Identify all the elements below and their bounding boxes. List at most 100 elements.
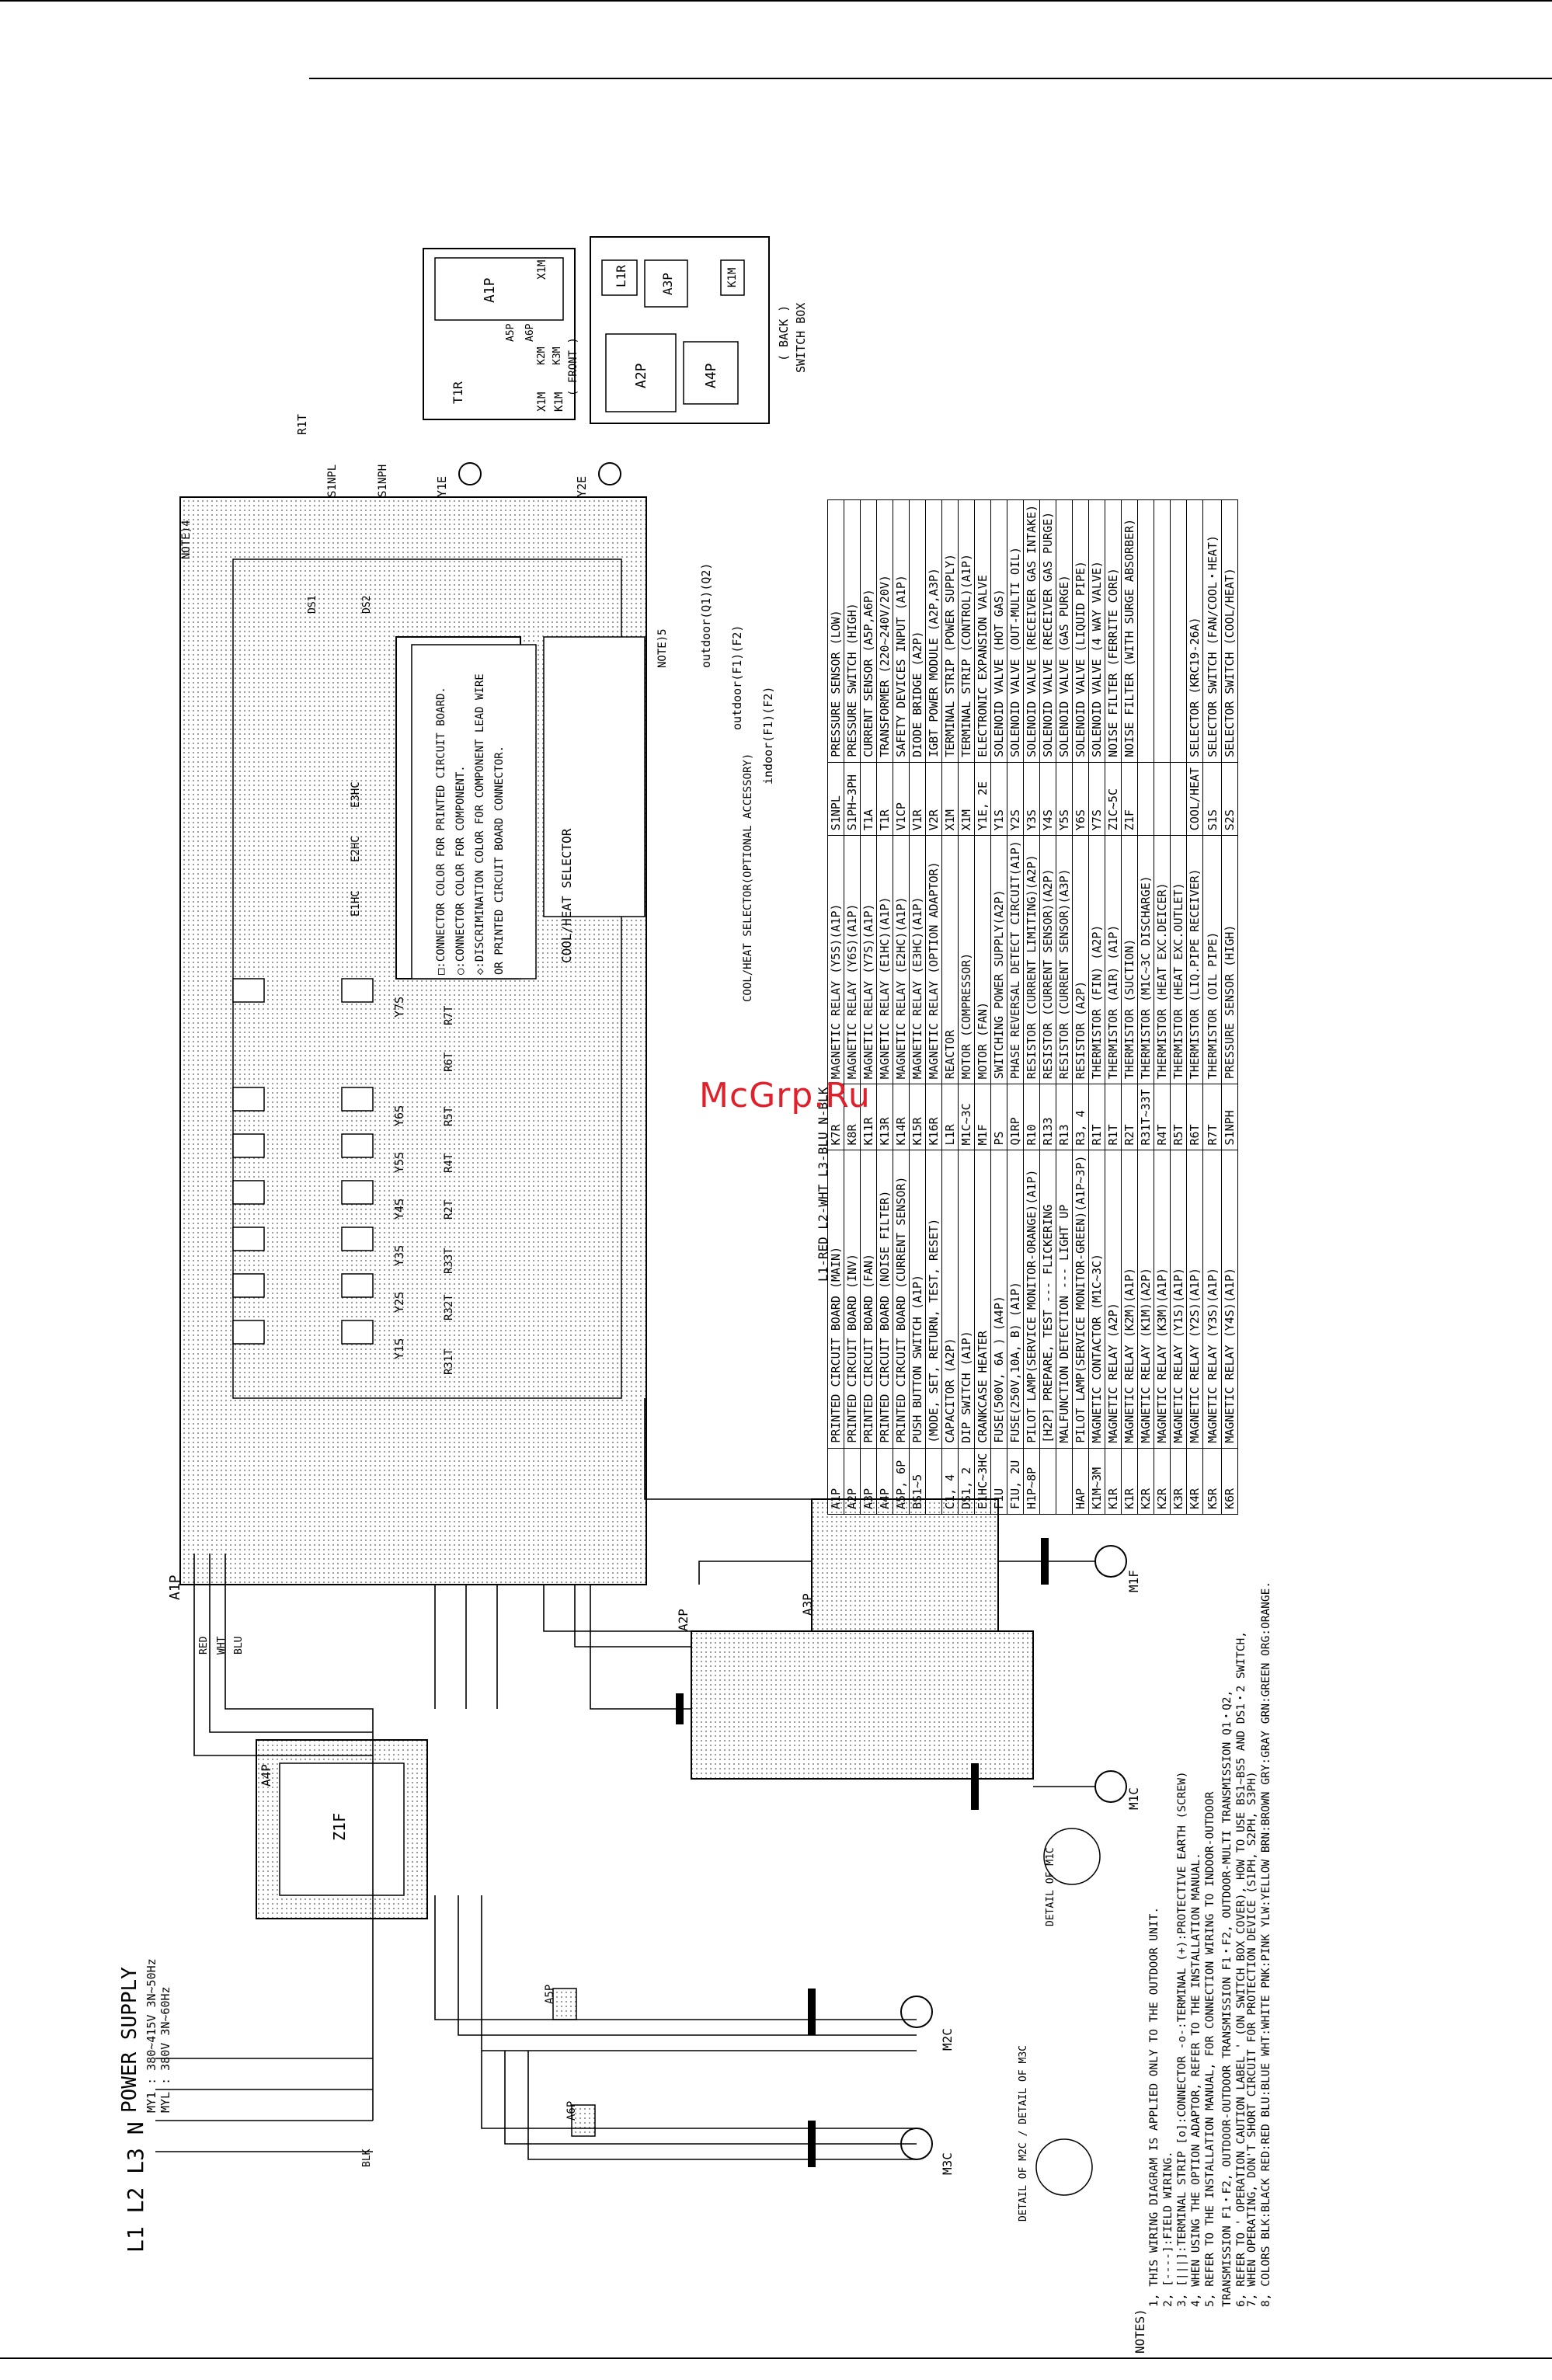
legend-code: A3P	[860, 1448, 877, 1515]
wire-blk: BLK	[361, 2149, 373, 2167]
legend-description: THERMISTOR (LIQ.PIPE RECEIVER)	[1186, 835, 1203, 1084]
y2e-coil	[598, 462, 621, 485]
legend-description: RESISTOR (A2P)	[1072, 835, 1089, 1084]
m1c-motor	[1094, 1770, 1127, 1803]
legend-code: R1T	[1105, 1084, 1122, 1150]
legend-code: S1S	[1202, 762, 1222, 836]
legend-description: SOLENOID VALVE (HOT GAS)	[990, 499, 1007, 763]
legend-code: Y1E, 2E	[974, 762, 991, 836]
legend-description: SELECTOR SWITCH (FAN/COOL・HEAT)	[1202, 499, 1222, 763]
legend-description: RESISTOR (CURRENT SENSOR)(A2P)	[1039, 835, 1056, 1084]
wire-wht: WHT	[216, 1636, 228, 1655]
back-l1r-label: L1R	[614, 265, 628, 287]
legend-description: FUSE(250V,10A, B) (A1P)	[1007, 1150, 1024, 1449]
legend-description: SOLENOID VALVE (LIQUID PIPE)	[1072, 499, 1089, 763]
legend-description: THERMISTOR (SUCTION)	[1121, 835, 1138, 1084]
notes-line-2: 2, [----]:FIELD WIRING.	[1162, 2151, 1174, 2307]
legend-description: THERMISTOR (OIL PIPE)	[1202, 835, 1222, 1084]
m1c-label: M1C	[1126, 1787, 1141, 1810]
front-a1p-label: A1P	[482, 277, 498, 303]
a1p-front	[434, 257, 564, 321]
legend-code: K13R	[876, 1084, 893, 1150]
y2e-label: Y2E	[575, 475, 589, 497]
legend-code: R31T~33T	[1137, 1084, 1154, 1150]
detail-m23c-label: DETAIL OF M2C / DETAIL OF M3C	[1018, 2045, 1029, 2222]
phase-labels: L1 L2 L3 N	[123, 2121, 148, 2253]
legend-description: NOISE FILTER (FERRITE CORE)	[1105, 499, 1122, 763]
legend-code: K16R	[925, 1084, 942, 1150]
legend-code	[1137, 762, 1154, 836]
a3p-label: A3P	[800, 1593, 815, 1616]
legend-description: MAGNETIC RELAY (OPTION ADAPTOR)	[925, 835, 942, 1084]
legend-description: MAGNETIC RELAY (A2P)	[1105, 1150, 1122, 1449]
connector-note-1: □:CONNECTOR COLOR FOR PRINTED CIRCUIT BO…	[435, 687, 447, 975]
legend-code: Y7S	[1088, 762, 1105, 836]
legend-code: H1P~8P	[1023, 1448, 1040, 1515]
note4-label: NOTE)4	[180, 520, 193, 559]
legend-code: A5P, 6P	[893, 1448, 910, 1515]
legend-description: NOISE FILTER (WITH SURGE ABSORBER)	[1121, 499, 1138, 763]
wire-red: RED	[198, 1636, 210, 1655]
legend-code: Y6S	[1072, 762, 1089, 836]
top-rule	[0, 0, 1552, 2]
a4p-label: A4P	[259, 1764, 273, 1787]
power-supply-myl: MYL : 380V 3N~60Hz	[158, 1986, 172, 2113]
legend-code: Y1S	[990, 762, 1007, 836]
notes-heading: NOTES)	[1133, 2309, 1147, 2354]
legend-description: MOTOR (FAN)	[974, 835, 991, 1084]
power-wiring	[155, 1398, 1095, 2160]
front-t1r-label: T1R	[451, 381, 465, 404]
legend-code: R10	[1023, 1084, 1040, 1150]
ds2-label: DS2	[361, 595, 373, 614]
legend-description: DIODE BRIDGE (A2P)	[909, 499, 926, 763]
switch-box-back	[590, 236, 770, 424]
legend-description: SELECTOR SWITCH (COOL/HEAT)	[1221, 499, 1238, 763]
legend-description: PRINTED CIRCUIT BOARD (INV)	[844, 1150, 861, 1449]
m1f-label: M1F	[1126, 1570, 1141, 1592]
z1f-label: Z1F	[330, 1812, 349, 1841]
legend-description: THERMISTOR (M1C~3C DISCHARGE)	[1137, 835, 1154, 1084]
bottom-rule	[0, 2357, 1552, 2359]
z1f-box	[279, 1762, 405, 1896]
a4p-box	[683, 341, 739, 405]
back-caption: SWITCH BOX	[794, 302, 808, 373]
a6p-label: A6P	[565, 2100, 578, 2121]
legend-code: K2R	[1154, 1448, 1171, 1515]
legend-description: RESISTOR (CURRENT LIMITING)(A2P)	[1023, 835, 1040, 1084]
legend-description: THERMISTOR (HEAT EXC.DEICER)	[1154, 835, 1171, 1084]
therm-r7t: R7T	[443, 1005, 455, 1025]
legend-code: R7T	[1202, 1084, 1222, 1150]
legend-code: K3R	[1170, 1448, 1187, 1515]
legend-code: R6T	[1186, 1084, 1203, 1150]
legend-description: THERMISTOR (FIN) (A2P)	[1088, 835, 1105, 1084]
legend-description: MAGNETIC RELAY (K3M)(A1P)	[1154, 1150, 1171, 1449]
legend-description: REACTOR	[941, 835, 959, 1084]
relay-y7s: Y7S	[392, 996, 406, 1018]
legend-code: A1P	[827, 1448, 844, 1515]
notes-line-5: 5, REFER TO THE INSTALLATION MANUAL, FOR…	[1204, 1791, 1216, 2307]
legend-code: Z1F	[1121, 762, 1138, 836]
legend-description: IGBT POWER MODULE (A2P,A3P)	[925, 499, 942, 763]
legend-description: DIP SWITCH (A1P)	[958, 1150, 975, 1449]
y1e-label: Y1E	[435, 475, 449, 497]
legend-code: R133	[1039, 1084, 1056, 1150]
legend-code: R1T	[1088, 1084, 1105, 1150]
legend-code: V1CP	[893, 762, 910, 836]
legend-description: PRINTED CIRCUIT BOARD (MAIN)	[827, 1150, 844, 1449]
connector-note-3: ◇:DISCRIMINATION COLOR FOR COMPONENT LEA…	[474, 673, 486, 975]
